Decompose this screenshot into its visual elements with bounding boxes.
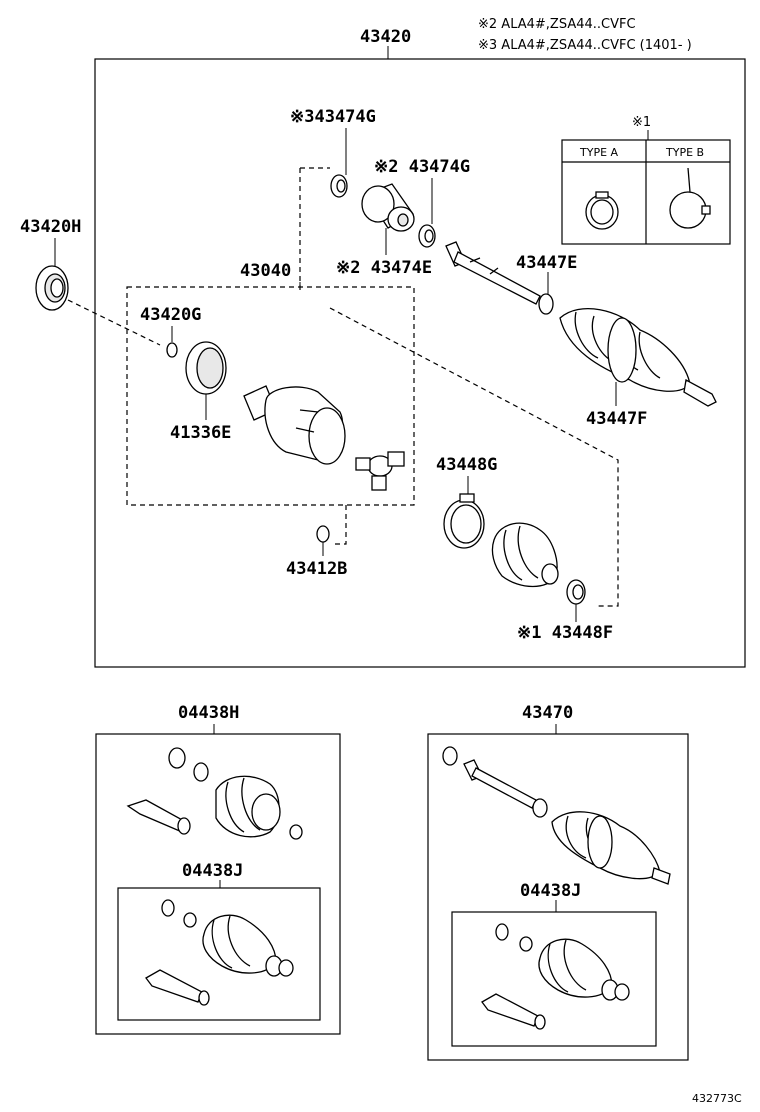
label-41336E[interactable]: 41336E [170, 423, 231, 443]
label-43470[interactable]: 43470 [522, 703, 573, 723]
label-43040[interactable]: 43040 [240, 261, 291, 281]
label-04438J-left[interactable]: 04438J [182, 861, 243, 881]
clamp-43474G-lower [418, 224, 436, 248]
snap-ring-43420G [166, 342, 178, 358]
label-04438J-right[interactable]: 04438J [520, 881, 581, 901]
drive-shaft-frame-43470 [427, 733, 689, 1061]
diagram-id: 432773C [692, 1092, 742, 1105]
boot-kit-frame-04438J-right [451, 911, 657, 1047]
inboard-joint-housing [243, 385, 346, 465]
label-43474G-note3[interactable]: ※343474G [290, 107, 376, 127]
label-43474G-note2[interactable]: ※2 43474G [374, 157, 470, 177]
drive-shaft-outboard [445, 241, 717, 407]
type-box-marker: ※1 [632, 115, 651, 130]
note-2: ※2 ALA4#,ZSA44..CVFC [478, 17, 636, 32]
oil-seal-43420H [35, 265, 69, 311]
clamp-43474G-upper [330, 174, 348, 198]
dynamic-damper-43474E [361, 183, 415, 232]
label-43447F[interactable]: 43447F [586, 409, 647, 429]
inner-joint-frame-43040 [126, 286, 415, 506]
label-43474E[interactable]: ※2 43474E [336, 258, 432, 278]
clamp-43448F [566, 579, 586, 605]
inboard-boot [491, 522, 559, 588]
label-43448F[interactable]: ※1 43448F [517, 623, 613, 643]
ring-41336E [185, 341, 227, 395]
clamp-type-b-icon [669, 167, 711, 229]
main-assembly-frame [94, 58, 746, 668]
snap-ring-43412B [316, 525, 330, 543]
boot-kit-frame-04438H [95, 733, 341, 1035]
boot-kit-04438J-left-parts [145, 899, 294, 1006]
type-b-label: TYPE B [665, 146, 704, 159]
label-43420G[interactable]: 43420G [140, 305, 201, 325]
clamp-43448G [443, 493, 485, 549]
label-43448G[interactable]: 43448G [436, 455, 497, 475]
label-43447E[interactable]: 43447E [516, 253, 577, 273]
boot-kit-04438H-parts [126, 747, 303, 840]
label-04438H[interactable]: 04438H [178, 703, 239, 723]
label-43420[interactable]: 43420 [360, 27, 411, 47]
clamp-type-a-icon [585, 191, 619, 230]
boot-kit-04438J-right-parts [481, 923, 630, 1030]
label-43412B[interactable]: 43412B [286, 559, 347, 579]
boot-kit-frame-04438J-left [117, 887, 321, 1021]
tripod-joint [355, 451, 405, 491]
note-3: ※3 ALA4#,ZSA44..CVFC (1401- ) [478, 38, 692, 53]
type-a-label: TYPE A [579, 146, 619, 159]
label-43420H[interactable]: 43420H [20, 217, 81, 237]
drive-shaft-43470-parts [442, 746, 671, 885]
